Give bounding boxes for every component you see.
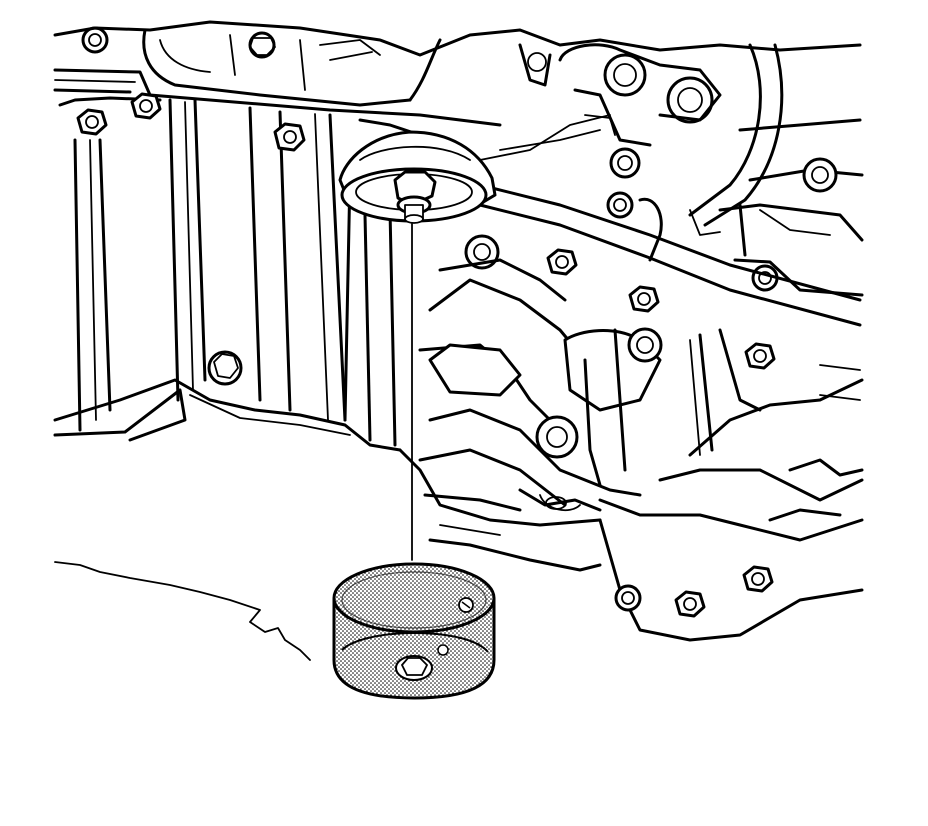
bolt-icon (742, 565, 774, 593)
engine-block (53, 20, 864, 642)
bolt-icon (744, 342, 776, 370)
bolt-icon (130, 92, 162, 120)
oil-filter-adapter (338, 130, 497, 224)
oil-filter (332, 562, 496, 700)
bolt-icon (76, 108, 108, 136)
bolt-icon (628, 285, 660, 313)
bolt-icon (674, 590, 706, 618)
ground-line (54, 561, 311, 661)
bolt-icon (207, 350, 243, 386)
bolt-icon (273, 122, 306, 152)
bolt-icon (546, 248, 578, 276)
